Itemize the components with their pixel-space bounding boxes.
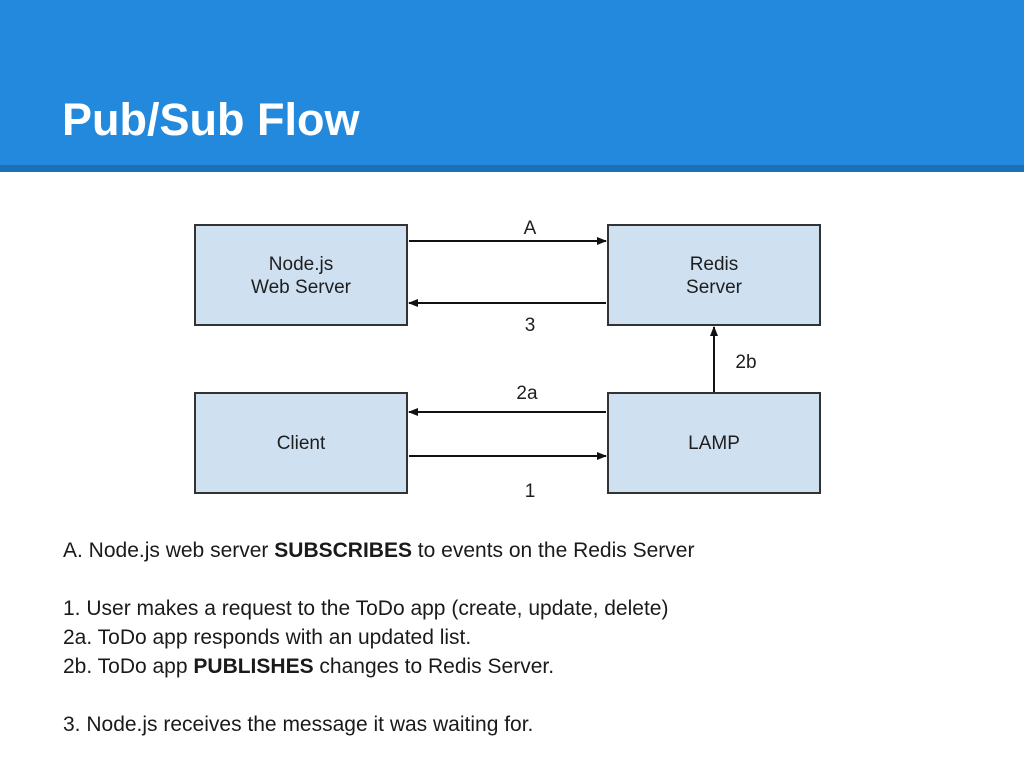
nodejs-label-line-2: Web Server [251,277,352,298]
redis-label-line-2: Server [686,277,743,298]
note-line-1: 1. User makes a request to the ToDo app … [63,597,669,620]
header-divider [0,165,1024,172]
nodejs-web-server-box [194,224,408,326]
client-box [194,392,408,494]
note-a-prefix: A. Node.js web server [63,539,275,562]
edge-label-3: 3 [525,315,536,336]
note-line-a: A. Node.js web server SUBSCRIBES to even… [63,536,983,565]
note-2b-suffix: changes to Redis Server. [313,655,555,678]
lamp-box [607,392,821,494]
edge-label-a: A [524,218,537,239]
redis-server-box [607,224,821,326]
redis-label-line-1: Redis [690,254,739,275]
note-line-2a: 2a. ToDo app responds with an updated li… [63,626,472,649]
edge-label-2a: 2a [516,383,538,404]
client-label: Client [277,433,326,454]
note-2b-prefix: 2b. ToDo app [63,655,194,678]
note-a-keyword: SUBSCRIBES [274,539,412,562]
note-line-2b: 2b. ToDo app PUBLISHES changes to Redis … [63,652,983,681]
note-spacer [63,565,983,594]
edge-label-1: 1 [525,481,536,502]
note-a-suffix: to events on the Redis Server [411,539,695,562]
flow-notes: A. Node.js web server SUBSCRIBES to even… [63,536,983,739]
note-line-3: 3. Node.js receives the message it was w… [63,713,534,736]
edge-label-2b: 2b [735,352,756,373]
nodejs-label-line-1: Node.js [269,254,333,275]
slide-title: Pub/Sub Flow [62,94,360,145]
lamp-label: LAMP [688,433,740,454]
slide-header [0,0,1024,165]
note-spacer [63,681,983,710]
note-2b-keyword: PUBLISHES [193,655,314,678]
